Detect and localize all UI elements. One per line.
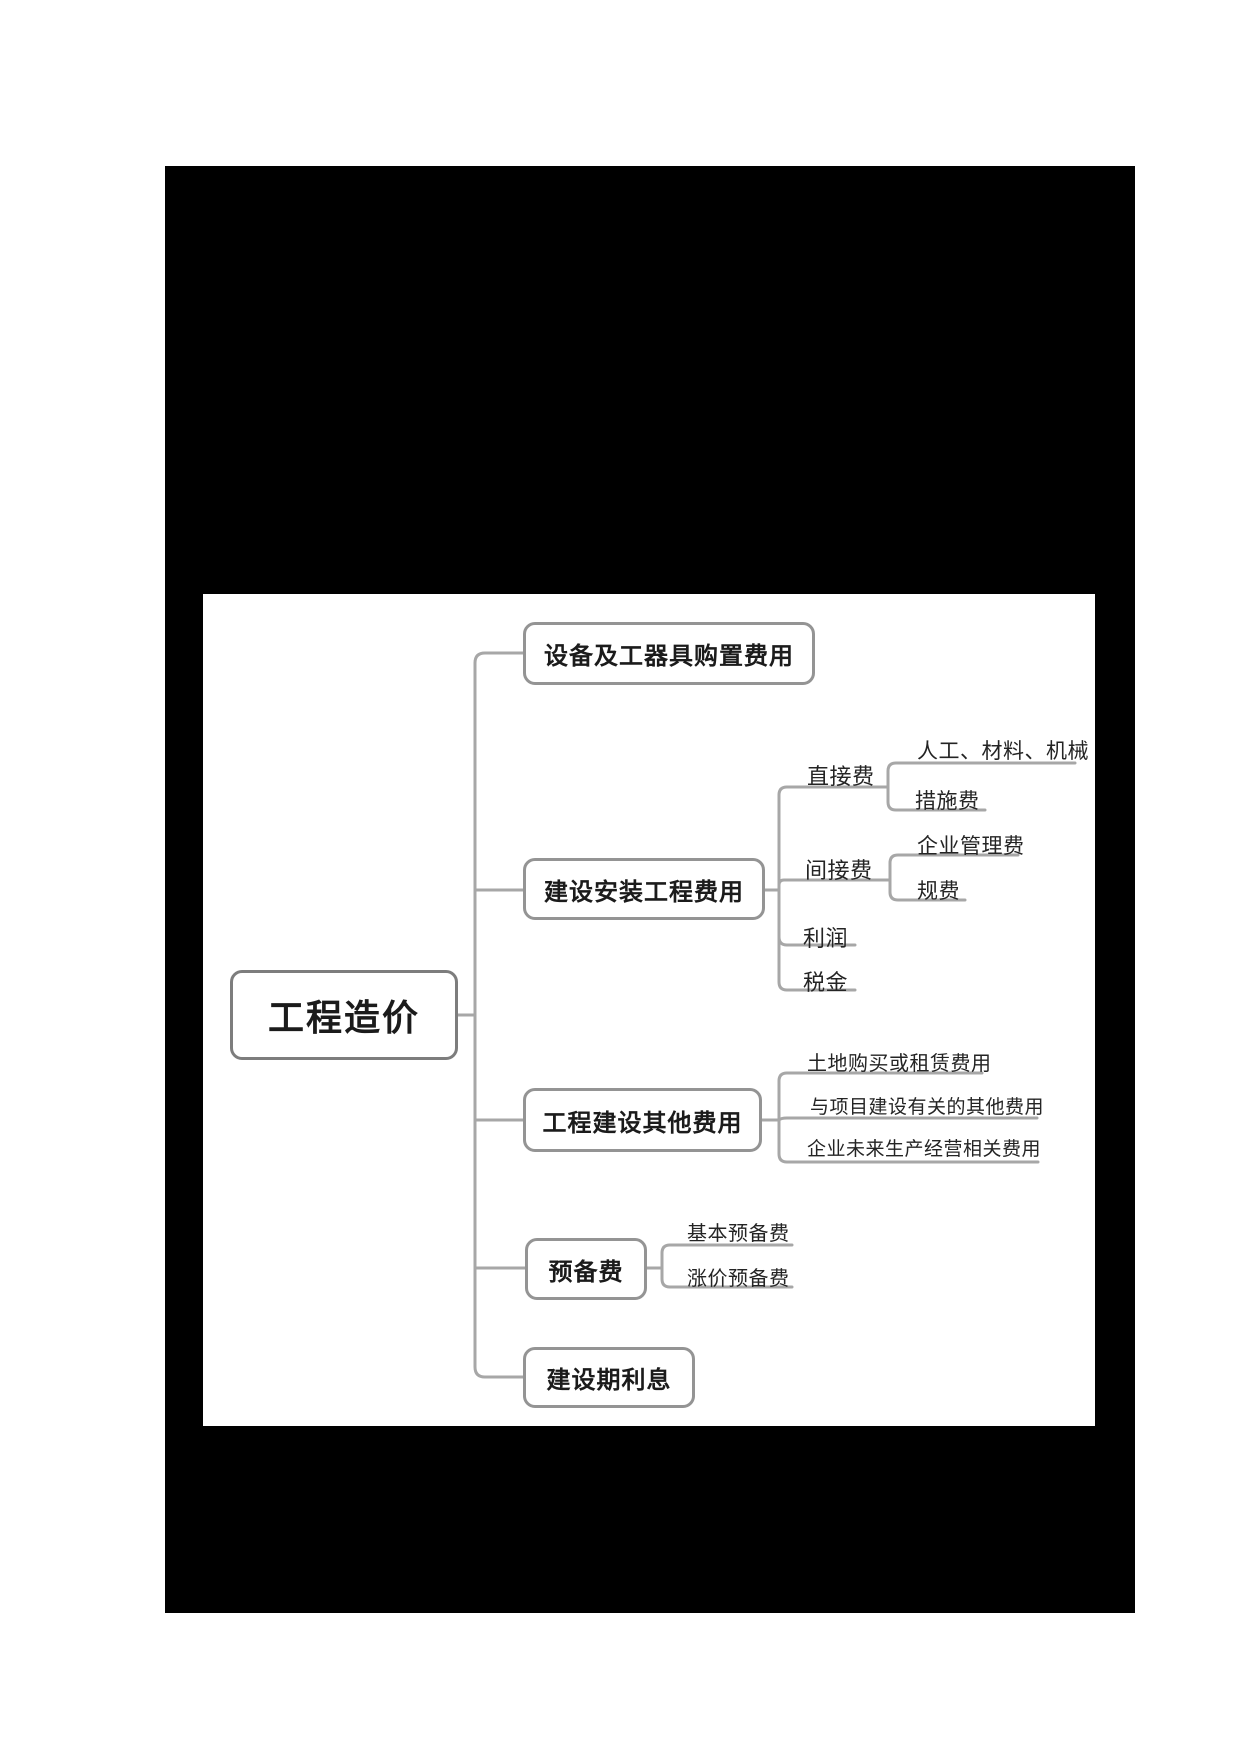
connector-basic-reserve: [660, 1243, 794, 1270]
connector-land-cost: [777, 1071, 984, 1122]
connector-regulation-fee: [888, 878, 967, 902]
node-root: 工程造价: [230, 970, 458, 1060]
node-direct-cost: 直接费: [807, 764, 875, 789]
node-future-operation-cost: 企业未来生产经营相关费用: [807, 1139, 1042, 1160]
node-project-related-other-cost: 与项目建设有关的其他费用: [810, 1097, 1045, 1118]
node-other-construction-cost: 工程建设其他费用: [523, 1088, 762, 1152]
connector-trunk: [473, 651, 525, 1379]
node-price-rise-reserve: 涨价预备费: [687, 1268, 790, 1290]
node-enterprise-management-fee: 企业管理费: [917, 835, 1025, 858]
node-profit: 利润: [803, 926, 849, 951]
connector-measures-cost: [886, 785, 987, 812]
connector-price-rise-reserve: [660, 1266, 794, 1289]
node-tax: 税金: [803, 970, 849, 995]
node-labor-materials-machinery: 人工、材料、机械: [917, 740, 1089, 763]
node-construction-period-interest: 建设期利息: [523, 1347, 695, 1408]
connector-tax: [777, 888, 857, 992]
node-regulation-fee: 规费: [917, 880, 960, 903]
node-equipment-tools-purchase-cost: 设备及工器具购置费用: [523, 622, 815, 685]
connector-labor-materials-machinery: [886, 761, 1077, 789]
node-indirect-cost: 间接费: [805, 858, 873, 883]
node-measures-cost: 措施费: [915, 790, 980, 813]
connector-direct-cost: [777, 785, 874, 892]
node-reserve-fund: 预备费: [525, 1238, 647, 1300]
node-construction-installation-cost: 建设安装工程费用: [523, 858, 765, 920]
node-land-purchase-lease-cost: 土地购买或租赁费用: [807, 1053, 992, 1075]
node-basic-reserve: 基本预备费: [687, 1223, 790, 1245]
connector-future-operation-cost: [777, 1118, 1040, 1164]
connector-indirect-cost: [777, 878, 874, 892]
connector-enterprise-management-fee: [888, 853, 1020, 882]
connector-lines: [456, 651, 1077, 1379]
black-frame: 工程造价 设备及工器具购置费用 建设安装工程费用 工程建设其他费用 预备费 建设…: [165, 166, 1135, 1613]
mindmap-panel: 工程造价 设备及工器具购置费用 建设安装工程费用 工程建设其他费用 预备费 建设…: [203, 594, 1095, 1426]
